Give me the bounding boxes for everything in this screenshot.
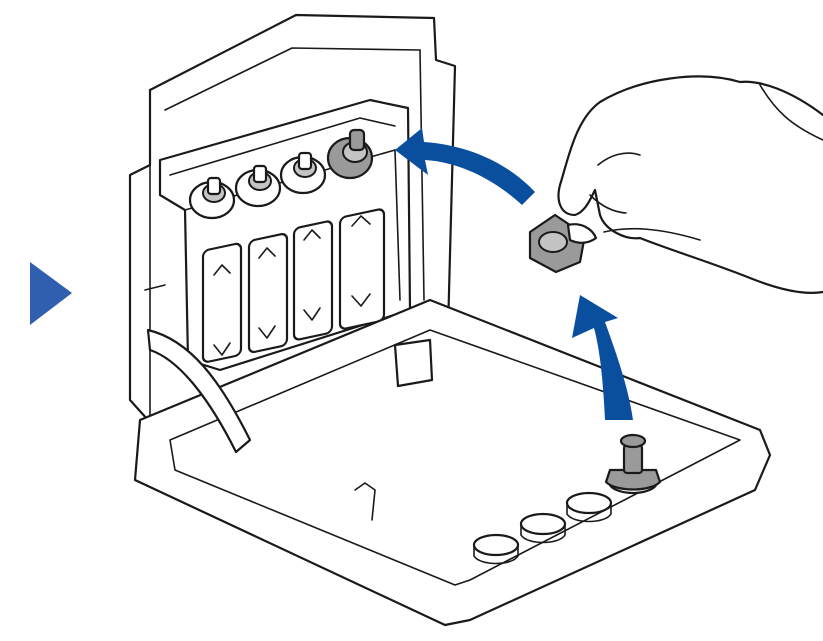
- ink-tank-unit: [158, 98, 412, 372]
- tank-cap-3: [279, 151, 327, 195]
- tank-cap-2: [234, 164, 282, 208]
- tank-cap-1: [188, 176, 236, 220]
- arrow-up-icon: [572, 295, 633, 420]
- ink-tank-window-3: [292, 220, 334, 341]
- ink-tank-window-2: [247, 233, 289, 354]
- tank-cap-4-open: [326, 128, 374, 180]
- cap-holder-3: [565, 491, 613, 523]
- play-triangle-icon: [30, 262, 72, 325]
- cap-holder-4-occupied: [604, 433, 662, 495]
- cap-holder-2: [519, 512, 567, 544]
- arrow-left-icon: [395, 128, 535, 205]
- cap-holder-1: [472, 533, 520, 565]
- held-tank-cap: [528, 213, 598, 274]
- hand: [557, 75, 823, 294]
- ink-tank-window-4: [338, 208, 386, 330]
- ink-tank-window-1: [201, 242, 243, 363]
